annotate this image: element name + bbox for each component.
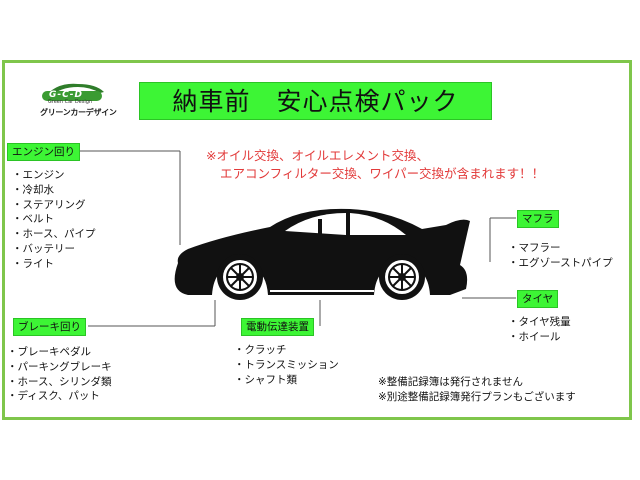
list-item: エンジン <box>12 168 95 183</box>
list-item: ホース、シリンダ類 <box>7 375 112 390</box>
list-item: ライト <box>12 257 95 272</box>
list-item: パーキングブレーキ <box>7 360 112 375</box>
drivetrain-section-label: 電動伝達装置 <box>241 318 314 336</box>
tire-item-list: タイヤ残量 ホイール <box>508 315 571 345</box>
note-line-2: ※別途整備記録簿発行プランもございます <box>378 391 576 403</box>
list-item: エグゾーストパイプ <box>508 256 613 271</box>
notice-text: ※オイル交換、オイルエレメント交換、 エアコンフィルター交換、ワイパー交換が含ま… <box>206 147 544 183</box>
brand-subtitle: Green Car Design <box>47 99 93 105</box>
list-item: バッテリー <box>12 242 95 257</box>
maintenance-record-notes: ※整備記録簿は発行されません ※別途整備記録簿発行プランもございます <box>378 375 576 405</box>
list-item: ホース、パイプ <box>12 227 96 242</box>
list-item: トランスミッション <box>234 358 339 373</box>
list-item: タイヤ残量 <box>508 315 571 330</box>
list-item: ブレーキペダル <box>7 345 112 360</box>
list-item: ベルト <box>12 212 95 227</box>
list-item: ホイール <box>508 330 571 345</box>
tire-section-label: タイヤ <box>517 290 559 308</box>
list-item: ディスク、パット <box>7 389 112 404</box>
car-silhouette-icon <box>174 208 470 300</box>
engine-item-list: エンジン 冷却水 ステアリング ベルト ホース、パイプ バッテリー ライト <box>12 168 96 272</box>
muffler-section-label: マフラ <box>517 210 559 228</box>
notice-line-1: ※オイル交換、オイルエレメント交換、 <box>206 148 429 163</box>
page-title: 納車前 安心点検パック <box>139 82 492 120</box>
list-item: クラッチ <box>234 343 339 358</box>
notice-line-2: エアコンフィルター交換、ワイパー交換が含まれます！！ <box>220 166 545 181</box>
brand-name: グリーンカーデザイン <box>40 108 117 117</box>
list-item: シャフト類 <box>234 373 339 388</box>
drivetrain-item-list: クラッチ トランスミッション シャフト類 <box>234 343 339 387</box>
engine-section-label: エンジン回り <box>7 143 80 161</box>
brake-section-label: ブレーキ回り <box>13 318 86 336</box>
list-item: ステアリング <box>12 198 95 213</box>
note-line-1: ※整備記録簿は発行されません <box>378 376 523 388</box>
brake-item-list: ブレーキペダル パーキングブレーキ ホース、シリンダ類 ディスク、パット <box>7 345 112 404</box>
brand-logo-icon <box>42 83 104 101</box>
brand-logo-text: G-C-D <box>49 90 83 100</box>
list-item: 冷却水 <box>12 183 95 198</box>
muffler-item-list: マフラー エグゾーストパイプ <box>508 241 613 271</box>
list-item: マフラー <box>508 241 613 256</box>
